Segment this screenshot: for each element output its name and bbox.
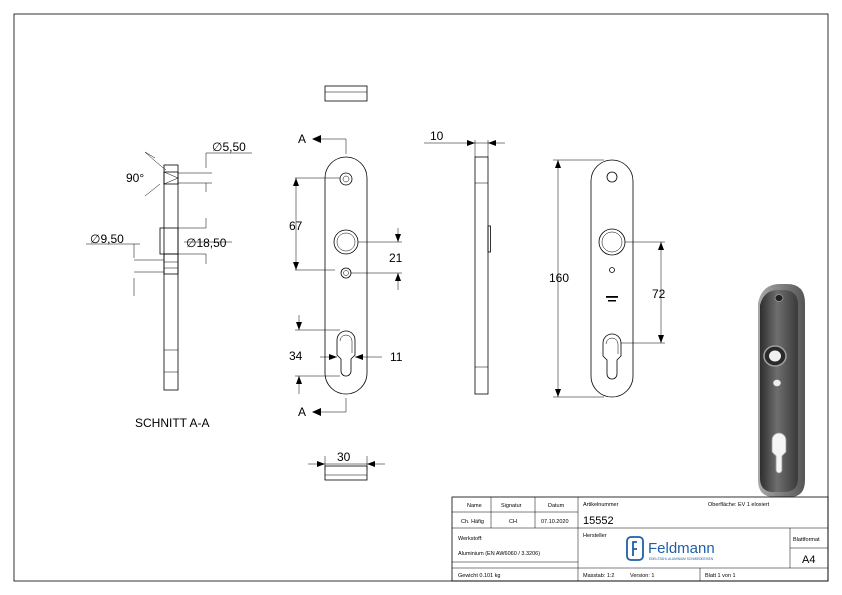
- dim-72: 72: [652, 287, 666, 301]
- tb-gewicht: Gewicht 0.101 kg: [458, 573, 501, 579]
- dim-d18-50: ∅18,50: [186, 236, 227, 250]
- tb-werkstoff-label: Werkstoff:: [458, 536, 483, 542]
- dim-34: 34: [289, 349, 303, 363]
- product-render: [758, 284, 805, 497]
- tb-col-datum: Datum: [548, 503, 565, 509]
- dim-160: 160: [549, 271, 569, 285]
- dim-d5-50: ∅5,50: [212, 140, 246, 154]
- rear-view: 160 72: [549, 159, 666, 398]
- dim-21: 21: [389, 251, 403, 265]
- tb-blattformat-label: Blattformat: [793, 537, 820, 543]
- tb-oberflaeche: Oberfläche: EV 1 eloxiert: [708, 502, 770, 508]
- logo-tagline: EDELSTAHL ALUMINIUM SCHMIEDEEISEN: [649, 557, 714, 561]
- tb-datum-value: 07.10.2020: [541, 519, 569, 525]
- section-label: SCHNITT A-A: [135, 416, 209, 430]
- section-view: 90° ∅5,50 ∅18,50 ∅9,50 SCHNITT A-A: [86, 140, 252, 430]
- logo-text: Feldmann: [648, 540, 715, 557]
- tb-signatur-value: CH: [509, 519, 517, 525]
- dim-67: 67: [289, 219, 303, 233]
- tb-name-value: Ch. Häfig: [461, 519, 484, 525]
- tb-version: Version: 1: [630, 573, 654, 579]
- tb-col-name: Name: [467, 503, 482, 509]
- tb-hersteller-label: Hersteller: [583, 533, 607, 539]
- section-mark-top: A: [298, 132, 306, 146]
- angle-90-label: 90°: [126, 171, 144, 185]
- tb-werkstoff-value: Aluminium (EN AW6060 / 3.3206): [458, 551, 540, 557]
- title-block: Name Signatur Datum Ch. Häfig CH 07.10.2…: [451, 496, 829, 582]
- tb-blattformat-value: A4: [802, 554, 815, 566]
- feldmann-logo: Feldmann EDELSTAHL ALUMINIUM SCHMIEDEEIS…: [626, 536, 715, 561]
- tb-artikelnummer-value: 15552: [583, 515, 614, 527]
- tb-col-signatur: Signatur: [501, 503, 522, 509]
- front-view: A A 67 21 34 11: [289, 85, 403, 481]
- dim-d9-50: ∅9,50: [90, 232, 124, 246]
- tb-massstab: Masstab: 1:2: [583, 573, 615, 579]
- tb-artikelnummer-label: Artikelnummer: [583, 502, 619, 508]
- drawing-border: [13, 13, 829, 582]
- dim-10: 10: [430, 129, 444, 143]
- dim-30: 30: [337, 450, 351, 464]
- tb-blatt: Blatt 1 von 1: [705, 573, 736, 579]
- side-view: 10: [424, 129, 505, 395]
- section-mark-bottom: A: [298, 405, 306, 419]
- dim-11: 11: [390, 350, 403, 364]
